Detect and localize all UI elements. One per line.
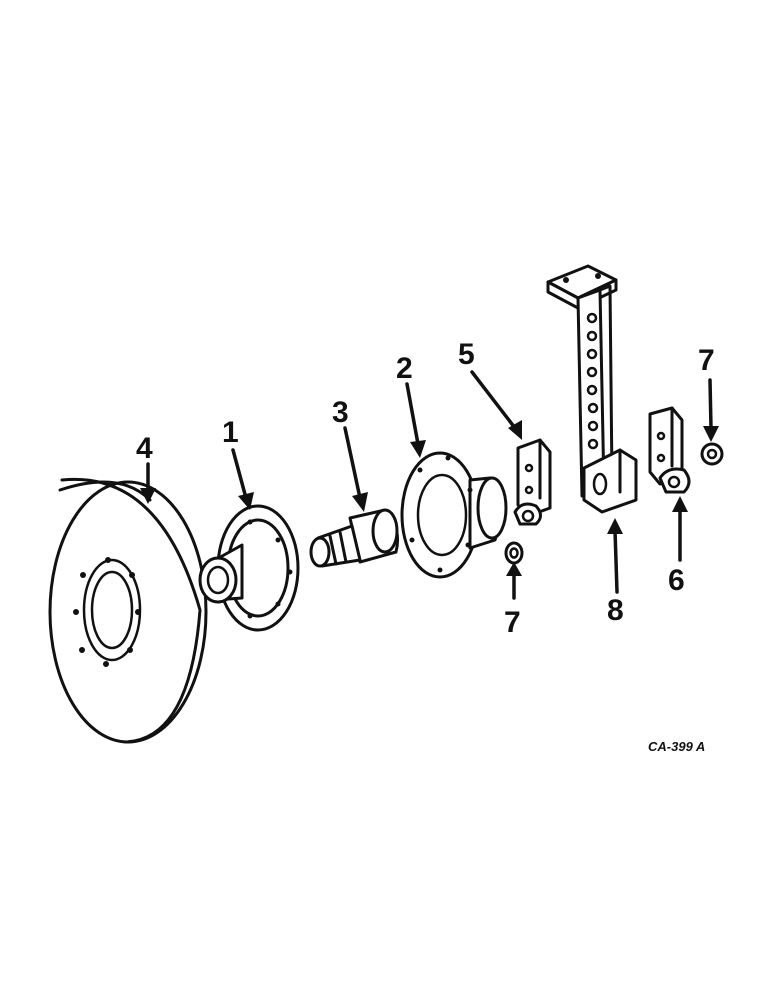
nut-lower (504, 541, 524, 565)
arrow-5 (470, 370, 517, 430)
callout-3: 3 (332, 396, 349, 429)
arrow-8 (613, 528, 619, 594)
arrow-1 (231, 448, 248, 500)
arrow-7-upper (708, 378, 713, 430)
callout-7-lower: 7 (504, 606, 521, 639)
hub (198, 504, 300, 632)
scraper-arm (546, 264, 638, 514)
arrow-3 (343, 426, 362, 500)
disc-blade (48, 477, 208, 744)
bracket-right (648, 406, 691, 494)
callout-2: 2 (396, 352, 413, 385)
nut-upper (700, 442, 724, 466)
leader-arrows (140, 370, 719, 600)
callout-7-upper: 7 (698, 344, 715, 377)
callout-5: 5 (458, 338, 475, 371)
arrow-2 (405, 382, 420, 446)
spindle (309, 508, 400, 568)
callout-8: 8 (607, 594, 624, 627)
callout-6: 6 (668, 564, 685, 597)
callout-4: 4 (136, 432, 153, 465)
bearing-housing (400, 451, 508, 579)
callout-1: 1 (222, 416, 239, 449)
drawing-code: CA-399 A (648, 739, 705, 754)
bracket-left (513, 438, 552, 526)
